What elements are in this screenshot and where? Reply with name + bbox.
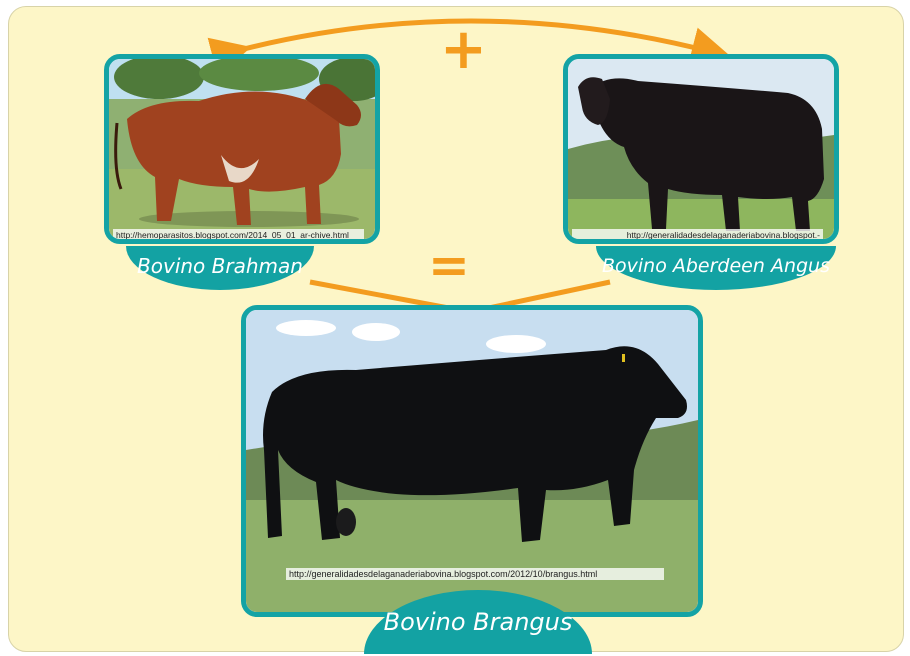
angus-source-url: http://generalidadesdelaganaderiabovina.… xyxy=(572,229,823,244)
brangus-source-url: http://generalidadesdelaganaderiabovina.… xyxy=(286,568,664,580)
brahman-photo xyxy=(109,59,375,239)
brangus-photo xyxy=(246,310,698,612)
brahman-source-url: http://hemoparasitos.blogspot.com/2014_0… xyxy=(113,229,364,241)
brahman-card: http://hemoparasitos.blogspot.com/2014_0… xyxy=(104,54,380,244)
plus-sign: + xyxy=(440,22,487,78)
equals-sign: = xyxy=(428,245,470,285)
angus-photo xyxy=(568,59,834,239)
angus-card: http://generalidadesdelaganaderiabovina.… xyxy=(563,54,839,244)
brangus-card: http://generalidadesdelaganaderiabovina.… xyxy=(241,305,703,617)
